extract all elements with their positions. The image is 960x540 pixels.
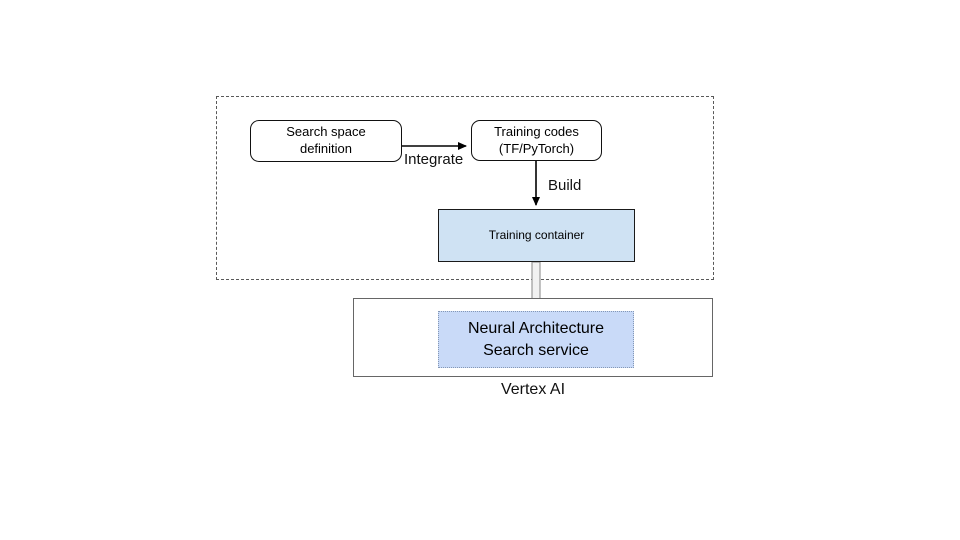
dashed-group-region: [216, 96, 714, 280]
nas-service-node: Neural Architecture Search service: [438, 311, 634, 368]
vertex-ai-caption: Vertex AI: [500, 381, 566, 398]
training-codes-node: Training codes (TF/PyTorch): [471, 120, 602, 161]
training-container-node: Training container: [438, 209, 635, 262]
build-edge-label: Build: [548, 177, 582, 194]
search-space-definition-node: Search space definition: [250, 120, 402, 162]
integrate-edge-label: Integrate: [404, 151, 464, 168]
